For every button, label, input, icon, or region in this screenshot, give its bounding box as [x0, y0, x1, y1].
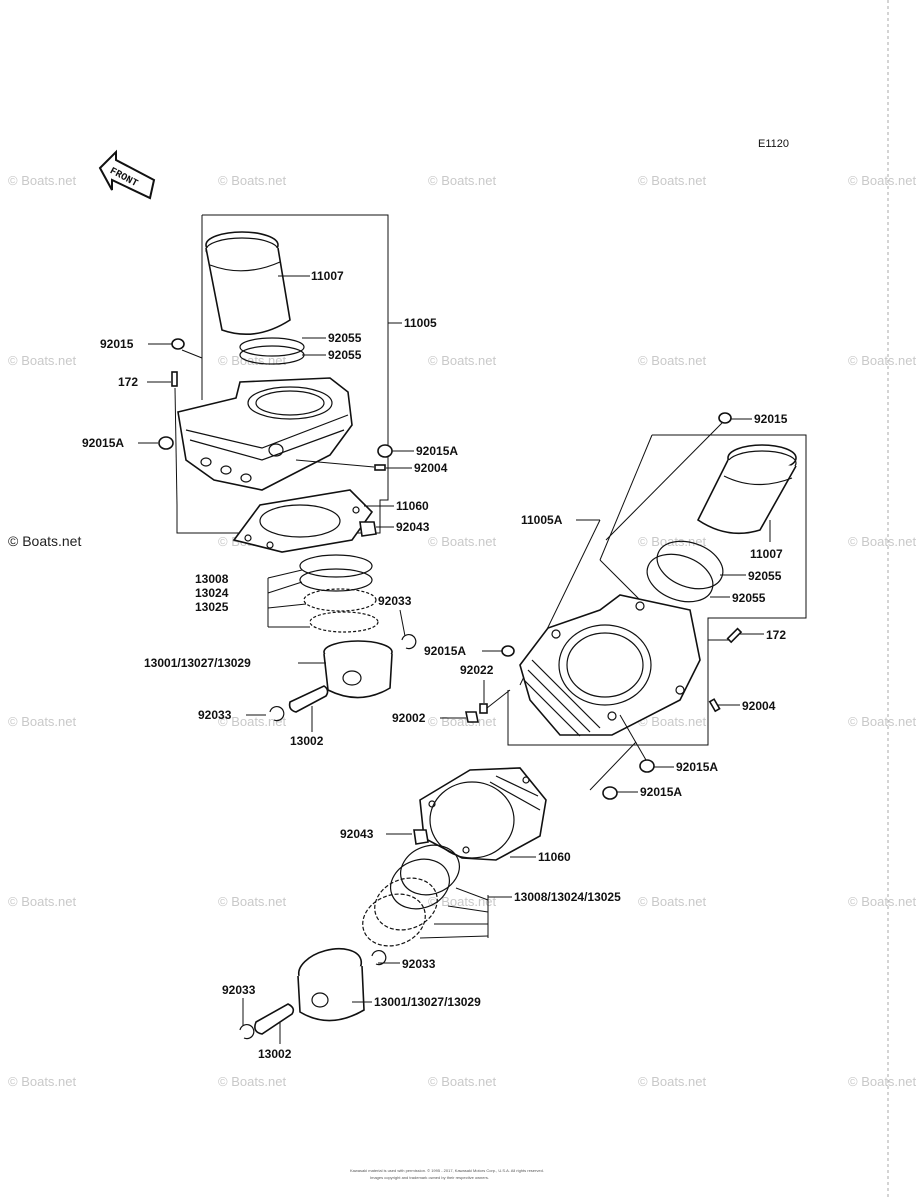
callout-92033: 92033 — [222, 983, 256, 997]
callout-172: 172 — [118, 375, 138, 389]
callout-11005a: 11005A — [521, 513, 563, 527]
diagram-code: E1120 — [758, 138, 789, 150]
watermark: © Boats.net — [428, 714, 497, 729]
callout-92004: 92004 — [742, 699, 776, 713]
piston-ring-set-part — [299, 554, 379, 633]
watermark: © Boats.net — [428, 1074, 497, 1089]
watermark: © Boats.net — [848, 534, 917, 549]
watermark: © Boats.net — [638, 894, 707, 909]
callout-92033: 92033 — [378, 594, 412, 608]
left-assembly — [138, 214, 417, 732]
watermark: © Boats.net — [8, 1074, 77, 1089]
callout-13008: 13008 — [195, 572, 229, 586]
watermark: © Boats.net — [428, 173, 497, 188]
watermark: © Boats.net — [638, 534, 707, 549]
callout-92055: 92055 — [732, 591, 766, 605]
watermark: © Boats.net — [8, 173, 77, 188]
watermark: © Boats.net — [848, 894, 917, 909]
footer-copyright: Kawasaki material is used with permissio… — [350, 1168, 544, 1173]
right-assembly — [440, 412, 807, 800]
watermark: © Boats.net — [8, 533, 81, 549]
callout-11007: 11007 — [311, 269, 344, 283]
callout-172: 172 — [766, 628, 786, 642]
watermark: © Boats.net — [218, 173, 287, 188]
cylinder-block-part — [177, 377, 353, 491]
cylinder-gasket-part — [419, 767, 547, 861]
callout-92043: 92043 — [340, 827, 374, 841]
callout-92015: 92015 — [100, 337, 134, 351]
cylinder-gasket-part — [232, 489, 374, 553]
lower-assembly — [239, 767, 547, 1044]
watermark: © Boats.net — [218, 714, 287, 729]
watermark: © Boats.net — [638, 353, 707, 368]
callout-92022: 92022 — [460, 663, 494, 677]
watermark: © Boats.net — [638, 714, 707, 729]
callout-13025: 13025 — [195, 600, 229, 614]
footer-copyright-2: Images copyright and trademark owned by … — [370, 1175, 489, 1180]
piston-part — [297, 947, 365, 1022]
watermark-layer: © Boats.net © Boats.net © Boats.net © Bo… — [8, 173, 917, 1089]
callout-13001-13027-13029: 13001/13027/13029 — [374, 995, 481, 1009]
front-arrow-icon: FRONT — [98, 149, 156, 200]
watermark: © Boats.net — [218, 894, 287, 909]
callout-13008-13024-13025: 13008/13024/13025 — [514, 890, 621, 904]
watermark: © Boats.net — [8, 714, 77, 729]
callout-92033: 92033 — [402, 957, 436, 971]
callout-11060: 11060 — [396, 499, 429, 513]
watermark: © Boats.net — [428, 894, 497, 909]
callout-92004: 92004 — [414, 461, 448, 475]
callout-92015a: 92015A — [424, 644, 466, 658]
callout-92015: 92015 — [754, 412, 788, 426]
callout-92015a: 92015A — [676, 760, 718, 774]
watermark: © Boats.net — [848, 173, 917, 188]
callout-92055: 92055 — [328, 331, 362, 345]
callout-labels: 11007 92055 92055 11005 92015 172 92015A… — [82, 269, 788, 1061]
callout-11060: 11060 — [538, 850, 571, 864]
watermark: © Boats.net — [218, 1074, 287, 1089]
callout-92033: 92033 — [198, 708, 232, 722]
watermark: © Boats.net — [8, 894, 77, 909]
callout-11005: 11005 — [404, 316, 437, 330]
callout-92015a: 92015A — [416, 444, 458, 458]
watermark: © Boats.net — [848, 353, 917, 368]
callout-92015a: 92015A — [82, 436, 124, 450]
callout-92055: 92055 — [748, 569, 782, 583]
watermark: © Boats.net — [8, 353, 77, 368]
callout-13024: 13024 — [195, 586, 229, 600]
callout-92043: 92043 — [396, 520, 430, 534]
callout-13002: 13002 — [258, 1047, 292, 1061]
watermark: © Boats.net — [428, 353, 497, 368]
watermark: © Boats.net — [848, 714, 917, 729]
cylinder-block-part — [519, 594, 701, 737]
watermark: © Boats.net — [218, 353, 287, 368]
watermark: © Boats.net — [638, 1074, 707, 1089]
watermark: © Boats.net — [428, 534, 497, 549]
callout-92002: 92002 — [392, 711, 426, 725]
cylinder-sleeve-part — [205, 231, 291, 336]
piston-part — [323, 640, 393, 699]
callout-92055: 92055 — [328, 348, 362, 362]
cylinder-sleeve-part — [696, 444, 797, 535]
watermark: © Boats.net — [638, 173, 707, 188]
callout-13001-13027-13029: 13001/13027/13029 — [144, 656, 251, 670]
callout-11007: 11007 — [750, 547, 783, 561]
callout-13002: 13002 — [290, 734, 324, 748]
callout-92015a: 92015A — [640, 785, 682, 799]
watermark: © Boats.net — [848, 1074, 917, 1089]
piston-ring-set-part — [362, 844, 460, 947]
